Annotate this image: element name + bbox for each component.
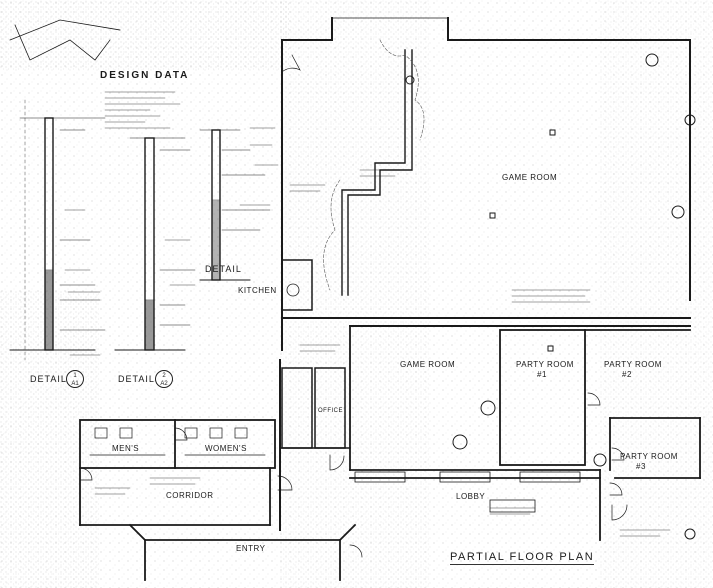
party-room-2-number: #2 [622, 370, 632, 379]
party-room-2-label: PARTY ROOM [604, 360, 662, 369]
mid-wall [281, 317, 691, 327]
roof-sketch [9, 19, 121, 61]
office-label: OFFICE [318, 408, 343, 414]
womens-label: WOMEN'S [205, 444, 247, 453]
detail-1-label: DETAIL [30, 374, 67, 384]
detail-1-number: 1 [73, 373, 77, 379]
game-room-partition [341, 49, 413, 296]
partial-floor-plan-title: PARTIAL FLOOR PLAN [450, 551, 595, 565]
detail-2-number: 2 [162, 373, 166, 379]
game-room-lower-label: GAME ROOM [400, 360, 456, 369]
party-room-1-label: PARTY ROOM [516, 360, 574, 369]
landscape-outline [323, 39, 425, 291]
detail-2-bubble: 2 A2 [155, 370, 173, 388]
design-data-block: DESIGN DATA [100, 70, 189, 81]
corridor-label: CORRIDOR [166, 491, 214, 500]
party-room-1-number: #1 [537, 370, 547, 379]
entry-walls [128, 523, 357, 581]
detail-1-sheet: A1 [71, 381, 79, 387]
detail-3-label: DETAIL [205, 264, 242, 274]
game-room-main-label: GAME ROOM [502, 173, 558, 182]
lobby-counters [354, 471, 581, 513]
detail-1-bubble: 1 A1 [66, 370, 84, 388]
detail-2-column [114, 137, 196, 351]
mens-label: MEN'S [112, 444, 140, 453]
party-room-3-label: PARTY ROOM [620, 452, 678, 461]
restroom-walls [79, 419, 276, 526]
lobby-label: LOBBY [456, 492, 486, 501]
detail-3-column [199, 129, 271, 281]
lower-room-walls [349, 325, 701, 541]
detail-1-column [9, 99, 106, 361]
design-data-heading: DESIGN DATA [100, 70, 190, 81]
detail-2-sheet: A2 [160, 381, 168, 387]
entry-label: ENTRY [236, 544, 266, 553]
kitchen-label: KITCHEN [238, 286, 277, 295]
door-swings [79, 54, 628, 558]
party-room-3-number: #3 [636, 462, 646, 471]
annotation-notes [64, 91, 671, 537]
service-rooms [279, 259, 351, 449]
detail-2-label: DETAIL [118, 374, 155, 384]
section-markers [405, 53, 696, 540]
